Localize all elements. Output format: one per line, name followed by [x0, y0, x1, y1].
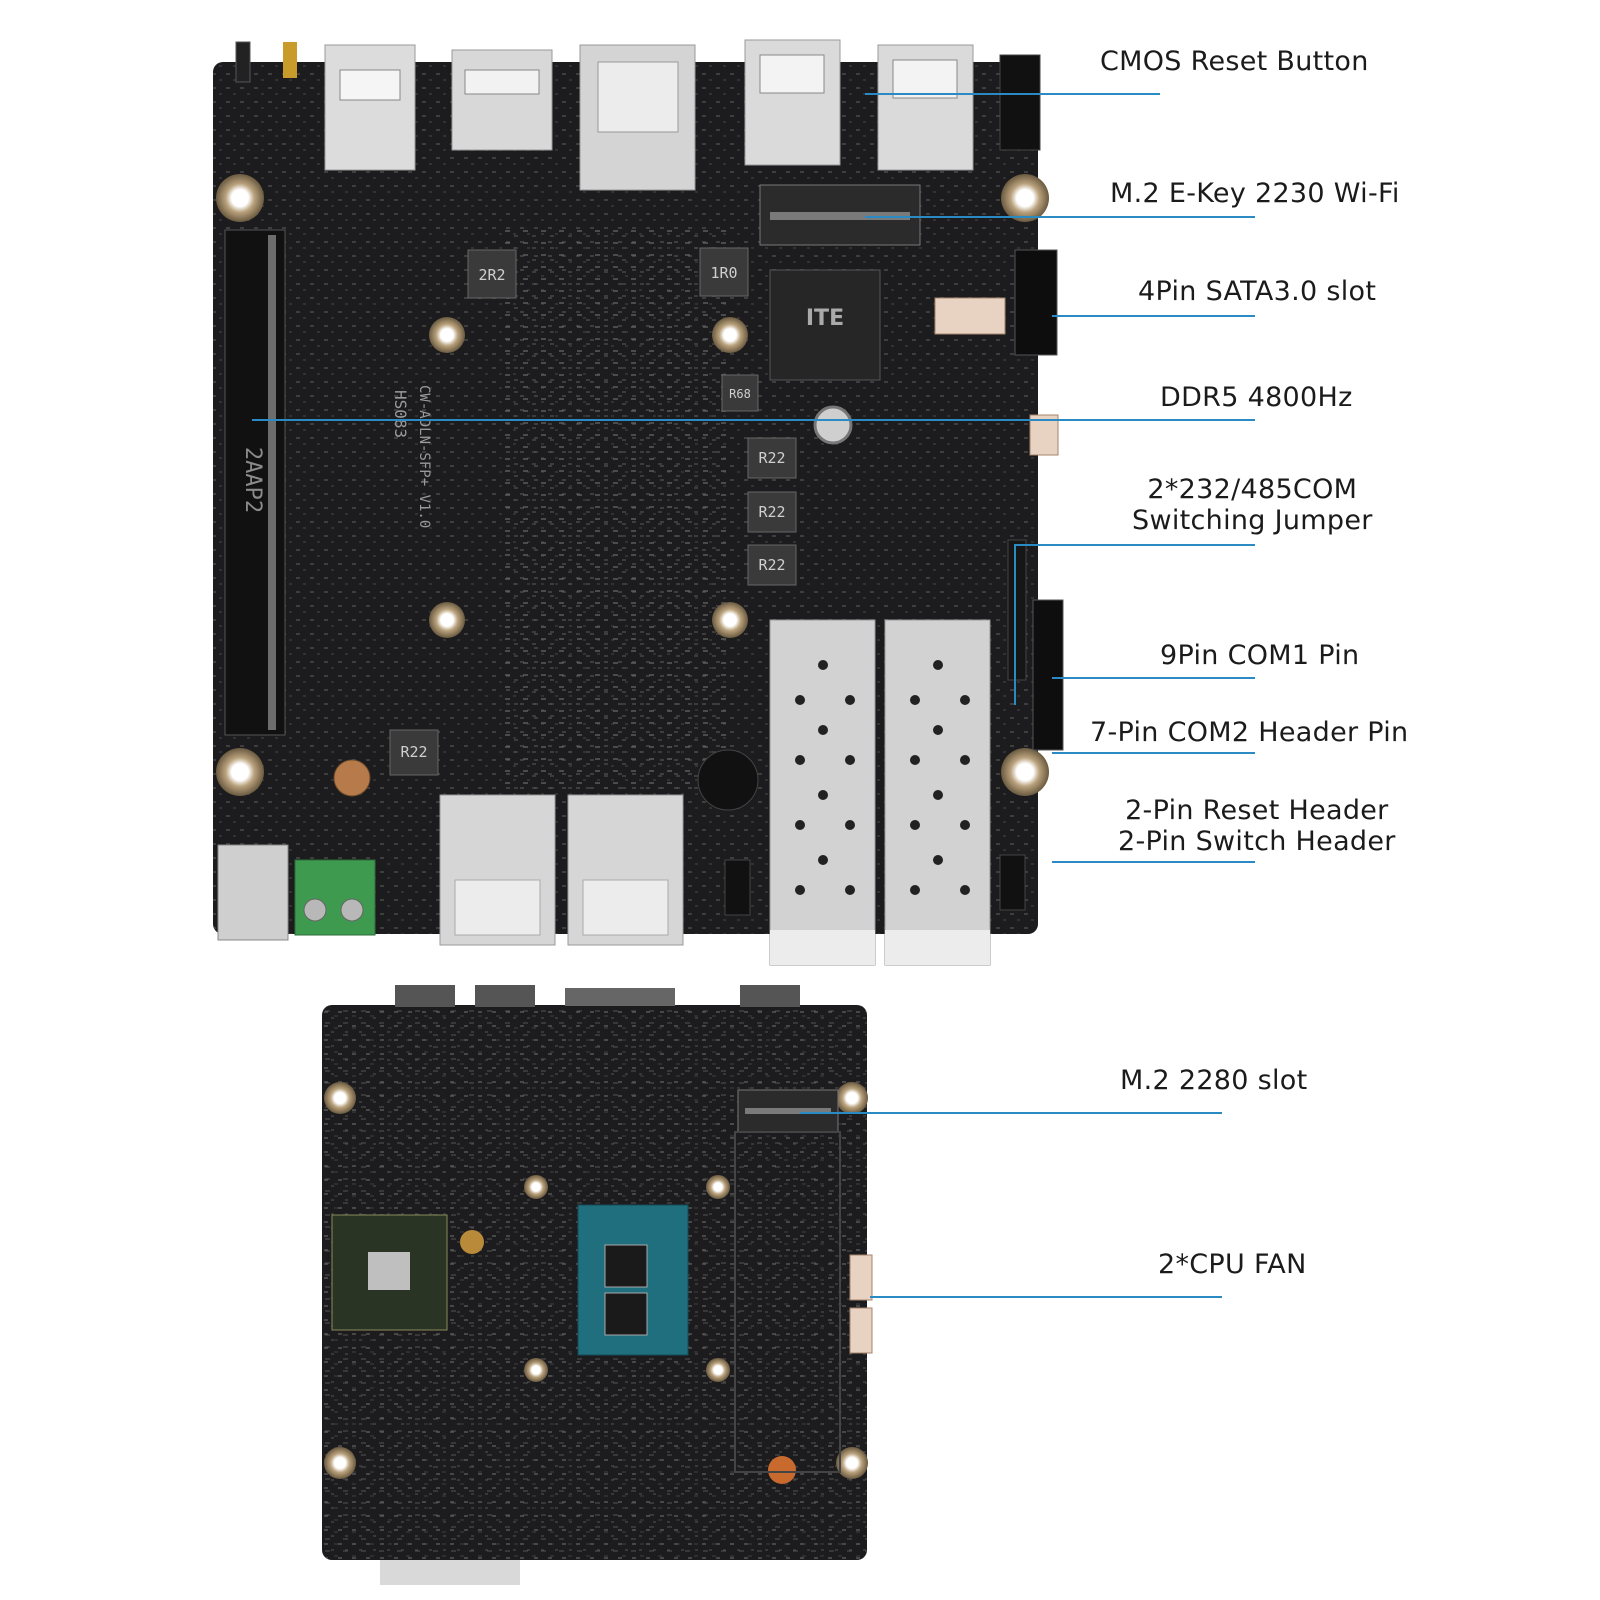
ite-chip-brand: ITE [806, 306, 844, 331]
label-com1-pin: 9Pin COM1 Pin [1160, 640, 1360, 671]
sata-connector [1014, 249, 1058, 356]
inductor-label: R68 [729, 387, 751, 401]
inductor-label: R22 [758, 556, 785, 574]
white-header [934, 297, 1006, 335]
silkscreen-hs: HS083 [391, 390, 410, 438]
silkscreen-model: CW-ADLN-SFP+ V1.0 [416, 385, 432, 528]
label-sata-slot: 4Pin SATA3.0 slot [1138, 276, 1377, 307]
inductor-label: R22 [758, 503, 785, 521]
cpu-fan-header-1 [849, 1254, 873, 1301]
label-cpu-fan: 2*CPU FAN [1158, 1249, 1307, 1280]
inductor-label: 1R0 [710, 264, 737, 282]
label-com2-header: 7-Pin COM2 Header Pin [1090, 717, 1409, 748]
antenna-connector-icon [283, 42, 297, 78]
label-reset-switch-header: 2-Pin Reset Header 2-Pin Switch Header [1118, 795, 1396, 858]
label-m2-2280: M.2 2280 slot [1120, 1065, 1308, 1096]
leader-com-jumper [1014, 544, 1255, 705]
label-m2-ekey-wifi: M.2 E-Key 2230 Wi-Fi [1110, 178, 1400, 209]
com1-header [1032, 599, 1064, 751]
terminal-block [294, 859, 376, 936]
silkscreen-slot: 2AAP2 [240, 447, 265, 513]
inductor-label: R22 [758, 449, 785, 467]
cmos-reset-button-part [999, 54, 1041, 151]
top-board: 2AAP2 CW-ADLN-SFP+ V1.0 HS083 ITE 2R2 1R… [213, 39, 1064, 966]
label-com-jumper: 2*232/485COM Switching Jumper [1132, 474, 1373, 537]
buzzer [697, 749, 759, 811]
label-cmos-reset-button: CMOS Reset Button [1100, 46, 1369, 77]
ite-chip [769, 269, 881, 381]
hdmi-port [451, 49, 553, 151]
cpu-fan-header-2 [849, 1307, 873, 1354]
inductor-label: R22 [400, 743, 427, 761]
usb-port-1 [324, 44, 416, 171]
leader-lines [252, 93, 1255, 1298]
reset-switch-header-part [999, 854, 1026, 911]
bottom-board [322, 985, 873, 1585]
inductor-label: 2R2 [478, 266, 505, 284]
label-ddr5: DDR5 4800Hz [1160, 382, 1353, 413]
dc-jack [217, 844, 289, 941]
